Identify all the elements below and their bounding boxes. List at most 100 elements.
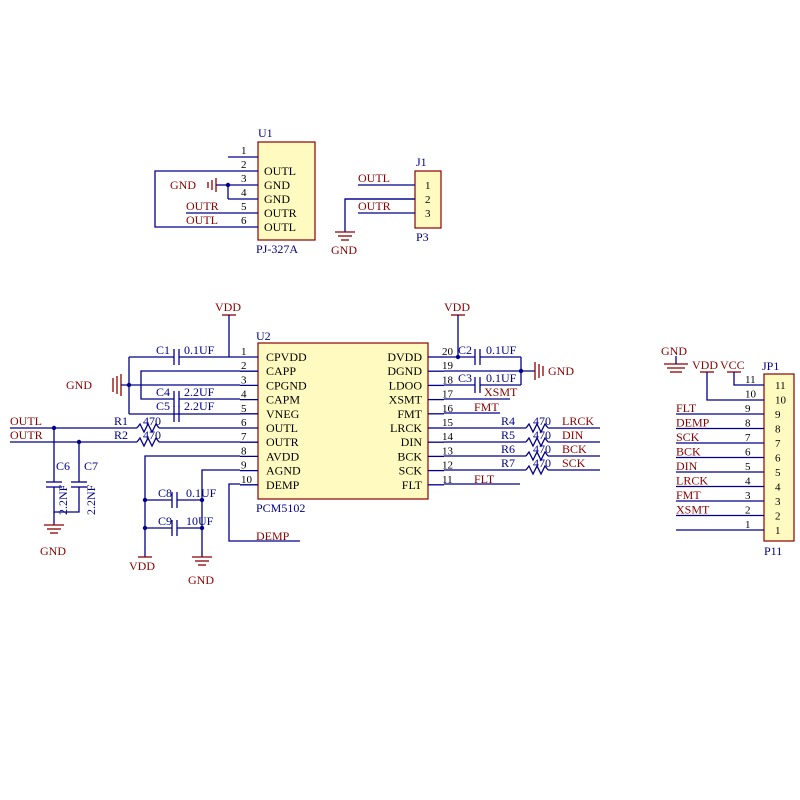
c7-val: 2.2NF bbox=[84, 484, 98, 515]
u1-pin-name: GND bbox=[264, 192, 290, 206]
r6-ref: R6 bbox=[501, 442, 515, 456]
gnd-label: GND bbox=[548, 364, 574, 378]
jp1-net-label: FMT bbox=[676, 488, 701, 502]
u2-pin-name: LDOO bbox=[389, 378, 423, 392]
u2-ref: U2 bbox=[256, 329, 271, 343]
u2-pin-name: DEMP bbox=[266, 478, 300, 492]
u2-pin-name: VNEG bbox=[266, 407, 300, 421]
jp1-pin-num-inner: 1 bbox=[775, 525, 781, 537]
jp1-pin-num-inner: 11 bbox=[775, 380, 786, 392]
output-network: OUTL OUTR R1 470 R2 470 C6 C7 2.2NF 2.2N… bbox=[10, 414, 240, 558]
jp1-net-label: DEMP bbox=[676, 416, 710, 430]
jp1-pin-num: 1 bbox=[745, 519, 751, 531]
u1-net-outl: OUTL bbox=[186, 213, 218, 227]
j1-pin-num: 3 bbox=[425, 208, 431, 220]
vcc-label: VCC bbox=[720, 358, 745, 372]
u2-pin-name: CPVDD bbox=[266, 350, 307, 364]
jp1-pin-num: 7 bbox=[745, 432, 751, 444]
u2-pin-name: SCK bbox=[399, 464, 423, 478]
net-outr: OUTR bbox=[10, 428, 43, 442]
c4-ref: C4 bbox=[156, 385, 170, 399]
jp1-pin-num: 6 bbox=[745, 447, 751, 459]
c9-val: 10UF bbox=[186, 514, 214, 528]
c3-ref: C3 bbox=[458, 371, 472, 385]
u2-right-pins: 20DVDD19DGND18LDOO17XSMT16FMT15LRCK14DIN… bbox=[387, 346, 453, 492]
jp1-pin-num: 9 bbox=[745, 403, 751, 415]
u1-pin-num: 2 bbox=[241, 159, 247, 171]
u2-pin-num: 3 bbox=[241, 374, 247, 386]
c4-val: 2.2UF bbox=[184, 385, 215, 399]
u2-pin-name: DVDD bbox=[387, 350, 422, 364]
jp1-pin-num: 10 bbox=[745, 389, 757, 401]
jp1-part: P11 bbox=[764, 544, 782, 558]
u2-pin-num: 12 bbox=[442, 460, 453, 472]
jp1-pin-num: 8 bbox=[745, 418, 751, 430]
jp1-pin-num: 4 bbox=[745, 476, 751, 488]
u2-pin-name: FMT bbox=[397, 407, 422, 421]
j1-gnd-label: GND bbox=[331, 243, 357, 257]
analog-supply: C8 0.1UF C9 10UF VDD GND bbox=[129, 455, 240, 587]
u1-net-outr: OUTR bbox=[186, 199, 219, 213]
net-flt: FLT bbox=[474, 472, 495, 486]
u1-part: PJ-327A bbox=[256, 242, 298, 256]
net-demp: DEMP bbox=[256, 529, 290, 543]
jp1-pin-num: 5 bbox=[745, 461, 751, 473]
jp1-net-label: XSMT bbox=[676, 503, 710, 517]
j1-net-outl: OUTL bbox=[358, 171, 390, 185]
u2-pin-num: 20 bbox=[442, 346, 454, 358]
jp1-pin-num-inner: 9 bbox=[775, 409, 781, 421]
gnd-label: GND bbox=[40, 544, 66, 558]
u1-pin-num: 5 bbox=[241, 201, 247, 213]
jp1-net-label: DIN bbox=[676, 459, 698, 473]
u2-pin-name: LRCK bbox=[390, 421, 422, 435]
c1-ref: C1 bbox=[156, 343, 170, 357]
u2-pin-name: AVDD bbox=[266, 449, 299, 463]
c5-ref: C5 bbox=[156, 399, 170, 413]
c1-capacitor: C1 0.1UF bbox=[129, 343, 240, 365]
net-lrck: LRCK bbox=[562, 414, 594, 428]
net-din: DIN bbox=[562, 428, 584, 442]
u2-pin-name: AGND bbox=[266, 464, 301, 478]
jp1-pin-num: 2 bbox=[745, 505, 751, 517]
u2-pin-num: 2 bbox=[241, 360, 247, 372]
u2-pin-name: OUTR bbox=[266, 435, 299, 449]
vdd-label: VDD bbox=[215, 300, 241, 314]
u2-pin-num: 17 bbox=[442, 389, 454, 401]
u2-pin-name: BCK bbox=[397, 449, 422, 463]
demp-net: DEMP bbox=[228, 483, 300, 543]
u1-body bbox=[257, 141, 316, 241]
gnd-label: GND bbox=[661, 344, 687, 358]
u2-pin-num: 14 bbox=[442, 431, 454, 443]
c6-ref: C6 bbox=[56, 459, 70, 473]
u2-pin-name: XSMT bbox=[389, 393, 423, 407]
jp1-pin-num-inner: 8 bbox=[775, 424, 781, 436]
vdd-label: VDD bbox=[129, 559, 155, 573]
gnd-label: GND bbox=[66, 378, 92, 392]
c8-val: 0.1UF bbox=[186, 486, 217, 500]
r1-ref: R1 bbox=[114, 414, 128, 428]
u2-dac-chip: U2 PCM5102 bbox=[256, 329, 429, 515]
u2-pin-num: 6 bbox=[241, 417, 247, 429]
u2-pin-num: 5 bbox=[241, 403, 247, 415]
u2-pin-name: CAPM bbox=[266, 393, 300, 407]
net-fmt: FMT bbox=[474, 400, 499, 414]
jp1-pin-num-inner: 2 bbox=[775, 511, 781, 523]
u2-pin-num: 9 bbox=[241, 460, 247, 472]
digital-nets: XSMT FMT FLT R4 470 LRCK R5 470 DIN R6 4… bbox=[444, 385, 600, 486]
digital-supply: VDD C2 0.1UF C3 0.1UF GND bbox=[444, 300, 574, 393]
u2-pin-num: 11 bbox=[442, 474, 453, 486]
jp1-pin-num-inner: 7 bbox=[775, 438, 781, 450]
jp1-net-label: BCK bbox=[676, 445, 701, 459]
u2-pin-num: 1 bbox=[241, 346, 247, 358]
u1-pin-name: GND bbox=[264, 178, 290, 192]
r1-val: 470 bbox=[143, 414, 161, 428]
c2-ref: C2 bbox=[458, 343, 472, 357]
u2-pin-name: OUTL bbox=[266, 421, 298, 435]
jp1-pin-num-inner: 4 bbox=[775, 482, 781, 494]
u1-pin-name: OUTL bbox=[264, 220, 296, 234]
u1-pin-num: 6 bbox=[241, 215, 247, 227]
r7-ref: R7 bbox=[501, 456, 515, 470]
j1-part: P3 bbox=[416, 230, 429, 244]
u2-pin-name: DGND bbox=[387, 364, 422, 378]
